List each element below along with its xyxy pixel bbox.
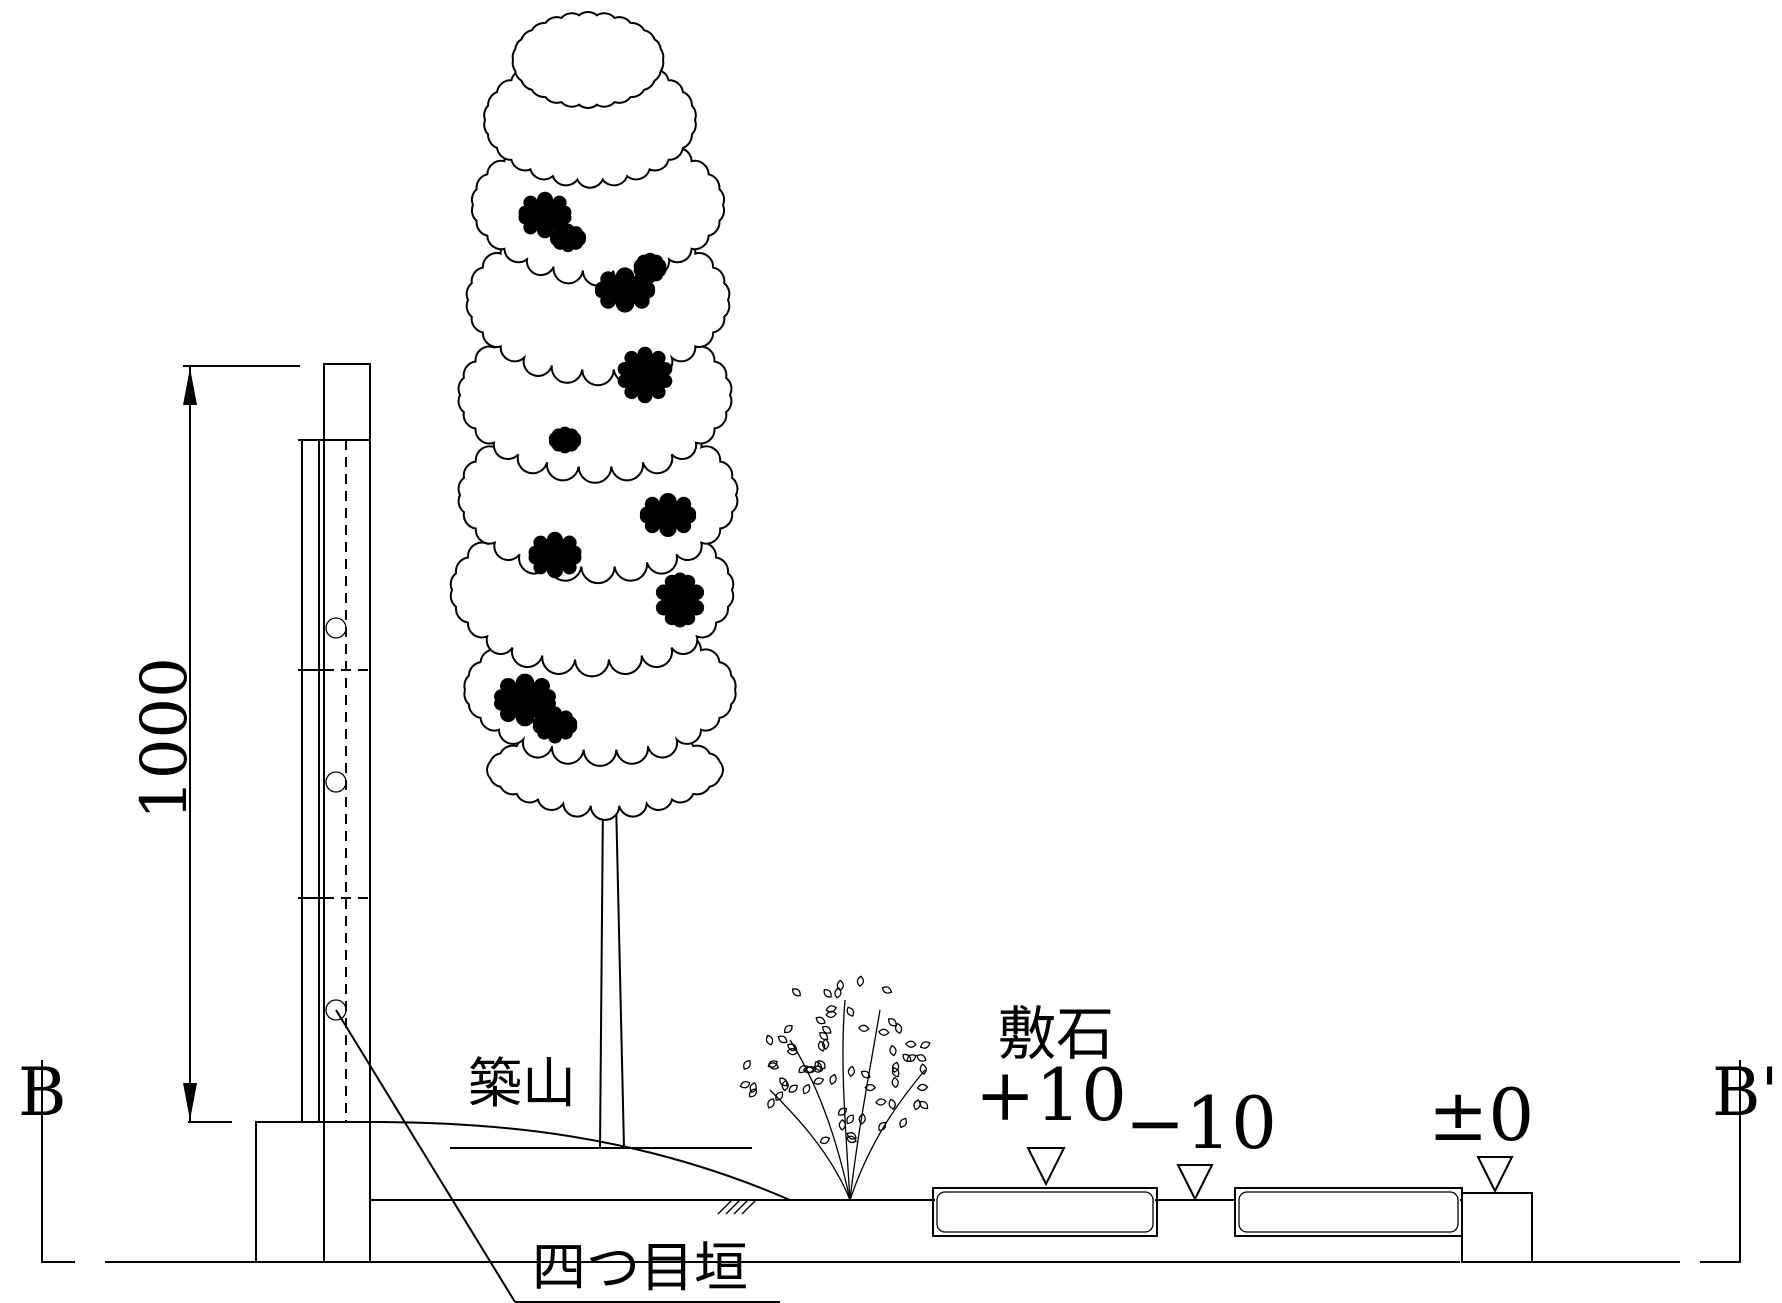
dimension-arrow-bottom-icon <box>183 1083 197 1120</box>
tall-tree-icon <box>449 11 739 1149</box>
level-plus-ten: +10 <box>975 1053 1127 1137</box>
curb-block <box>1461 1192 1533 1263</box>
fence-post-main <box>323 363 371 1263</box>
mound-label: 築山 <box>468 1052 576 1115</box>
level-marker-zero-icon <box>1476 1156 1514 1194</box>
fence-label: 四つ目垣 <box>532 1236 748 1299</box>
level-zero: ±0 <box>1428 1073 1534 1157</box>
dimension-arrow-top-icon <box>183 368 197 405</box>
fence-leader-line <box>335 1009 780 1303</box>
section-cut-line <box>41 1060 1741 1263</box>
shrub-icon <box>739 975 931 1201</box>
ground-hatch-icon <box>717 1199 757 1215</box>
section-marker-b: B <box>18 1054 67 1131</box>
paving-label: 敷石 <box>998 1000 1114 1068</box>
level-marker-minus-icon <box>1176 1164 1214 1202</box>
section-marker-b-prime: B' <box>1712 1054 1779 1131</box>
fence-post-thin <box>298 439 324 1122</box>
fence-foundation <box>255 1121 371 1263</box>
paving-stone-2 <box>1234 1187 1463 1237</box>
level-marker-plus-icon <box>1026 1147 1066 1187</box>
level-minus-ten: −10 <box>1125 1081 1277 1165</box>
dimension-line <box>183 365 300 1123</box>
ground-line <box>369 1121 1462 1215</box>
paving-stone-1 <box>932 1187 1158 1237</box>
dimension-value: 1000 <box>128 657 202 820</box>
